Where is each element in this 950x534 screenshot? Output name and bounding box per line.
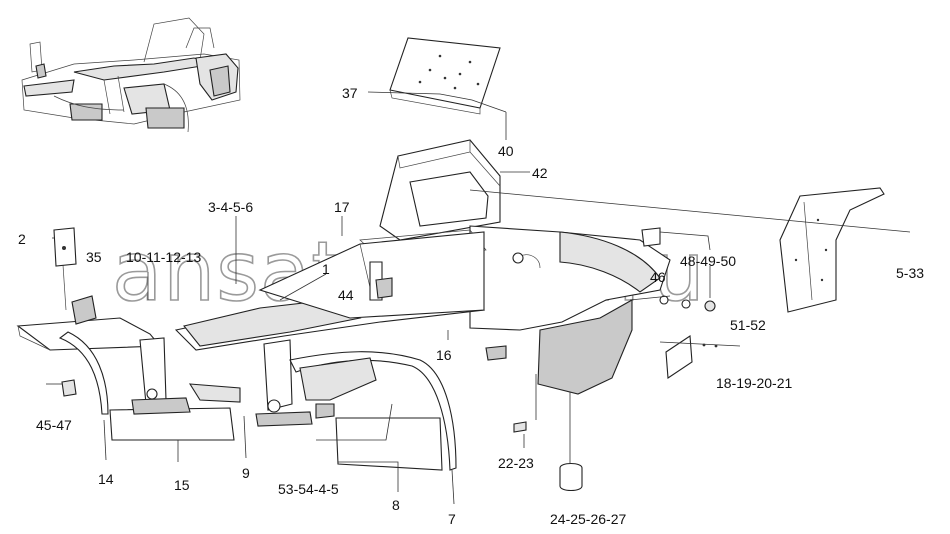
callout-16: 16 <box>436 347 452 363</box>
part-5-33-rear-panel <box>779 187 885 313</box>
callout-37: 37 <box>342 85 358 101</box>
part-37-plate <box>389 37 501 115</box>
callout-1: 1 <box>322 261 330 277</box>
part-45-47-bushing <box>61 379 77 397</box>
callout-42: 42 <box>532 165 548 181</box>
part-2-box <box>53 227 77 267</box>
callout-22-23: 22-23 <box>498 455 534 471</box>
callout-7: 7 <box>448 511 456 527</box>
leader-lines <box>46 91 911 505</box>
callout-15: 15 <box>174 477 190 493</box>
part-35-left-step <box>16 249 162 351</box>
part-46-plate <box>641 227 661 247</box>
part-22-23-clip <box>513 421 527 433</box>
part-24-27-cylinder <box>559 462 583 492</box>
part-15-mudflap <box>109 383 241 441</box>
callout-3-4-5-6: 3-4-5-6 <box>208 199 253 215</box>
callout-14: 14 <box>98 471 114 487</box>
callout-2: 2 <box>18 231 26 247</box>
part-7-rear-fender <box>289 351 457 471</box>
callout-24-25-26-27: 24-25-26-27 <box>550 511 626 527</box>
part-9-chassis <box>131 337 335 427</box>
part-16-bracket <box>485 345 507 361</box>
callout-45-47: 45-47 <box>36 417 72 433</box>
part-42-rear-frame <box>379 139 501 241</box>
part-8-mudflap <box>335 417 443 471</box>
callout-5-33: 5-33 <box>896 265 924 281</box>
callout-40: 40 <box>498 143 514 159</box>
callout-44: 44 <box>338 287 354 303</box>
callout-8: 8 <box>392 497 400 513</box>
part-14-left-fender <box>58 331 109 415</box>
callout-53-54-4-5: 53-54-4-5 <box>278 481 339 497</box>
overview-thumbnail <box>21 17 241 133</box>
callout-10-11-12-13: 10-11-12-13 <box>126 249 201 265</box>
part-51-52-washers <box>659 295 716 312</box>
callout-labels: 37 40 42 3-4-5-6 17 2 35 10-11-12-13 1 4… <box>18 85 924 527</box>
callout-48-49-50: 48-49-50 <box>680 253 736 269</box>
part-44-post <box>369 261 393 301</box>
callout-18-19-20-21: 18-19-20-21 <box>716 375 792 391</box>
callout-51-52: 51-52 <box>730 317 766 333</box>
callout-35: 35 <box>86 249 102 265</box>
part-1-main-body <box>469 225 671 395</box>
callout-46: 46 <box>650 269 666 285</box>
callout-9: 9 <box>242 465 250 481</box>
callout-17: 17 <box>334 199 350 215</box>
